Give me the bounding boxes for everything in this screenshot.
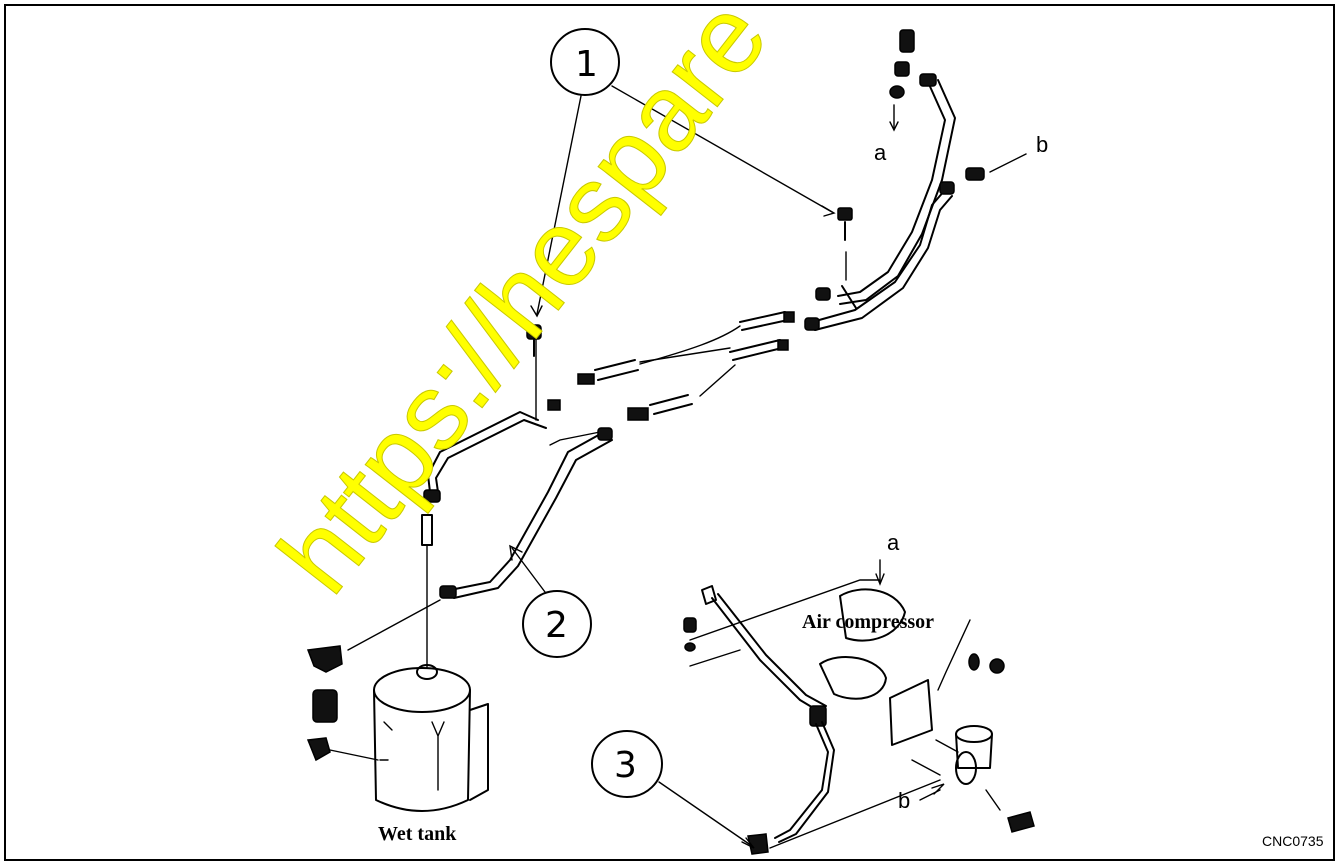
callout-3-label: 3	[614, 745, 637, 786]
diagram-frame	[4, 4, 1335, 861]
callout-2-label: 2	[545, 605, 568, 646]
wet-tank	[373, 664, 489, 812]
wet-tank-label: Wet tank	[378, 823, 457, 845]
connector-b-compressor-label: b	[898, 788, 910, 813]
figure-code-label: CNC0735	[1262, 833, 1324, 849]
connector-b-top-label: b	[1036, 132, 1048, 157]
air-compressor-label: Air compressor	[802, 611, 934, 633]
left-tube-assembly	[306, 324, 613, 762]
upper-tube-assembly	[804, 29, 1027, 331]
callout-1-label: 1	[575, 44, 598, 85]
callout-3: 3	[591, 730, 755, 849]
connector-a-compressor-label: a	[887, 530, 900, 555]
callout-2: 2	[509, 544, 592, 658]
watermark-text: https://hespare	[255, 0, 790, 614]
connector-a-top-label: a	[874, 140, 887, 165]
middle-hoses	[549, 311, 795, 446]
air-compressor-group	[683, 559, 1035, 855]
callout-1: 1	[530, 28, 836, 318]
